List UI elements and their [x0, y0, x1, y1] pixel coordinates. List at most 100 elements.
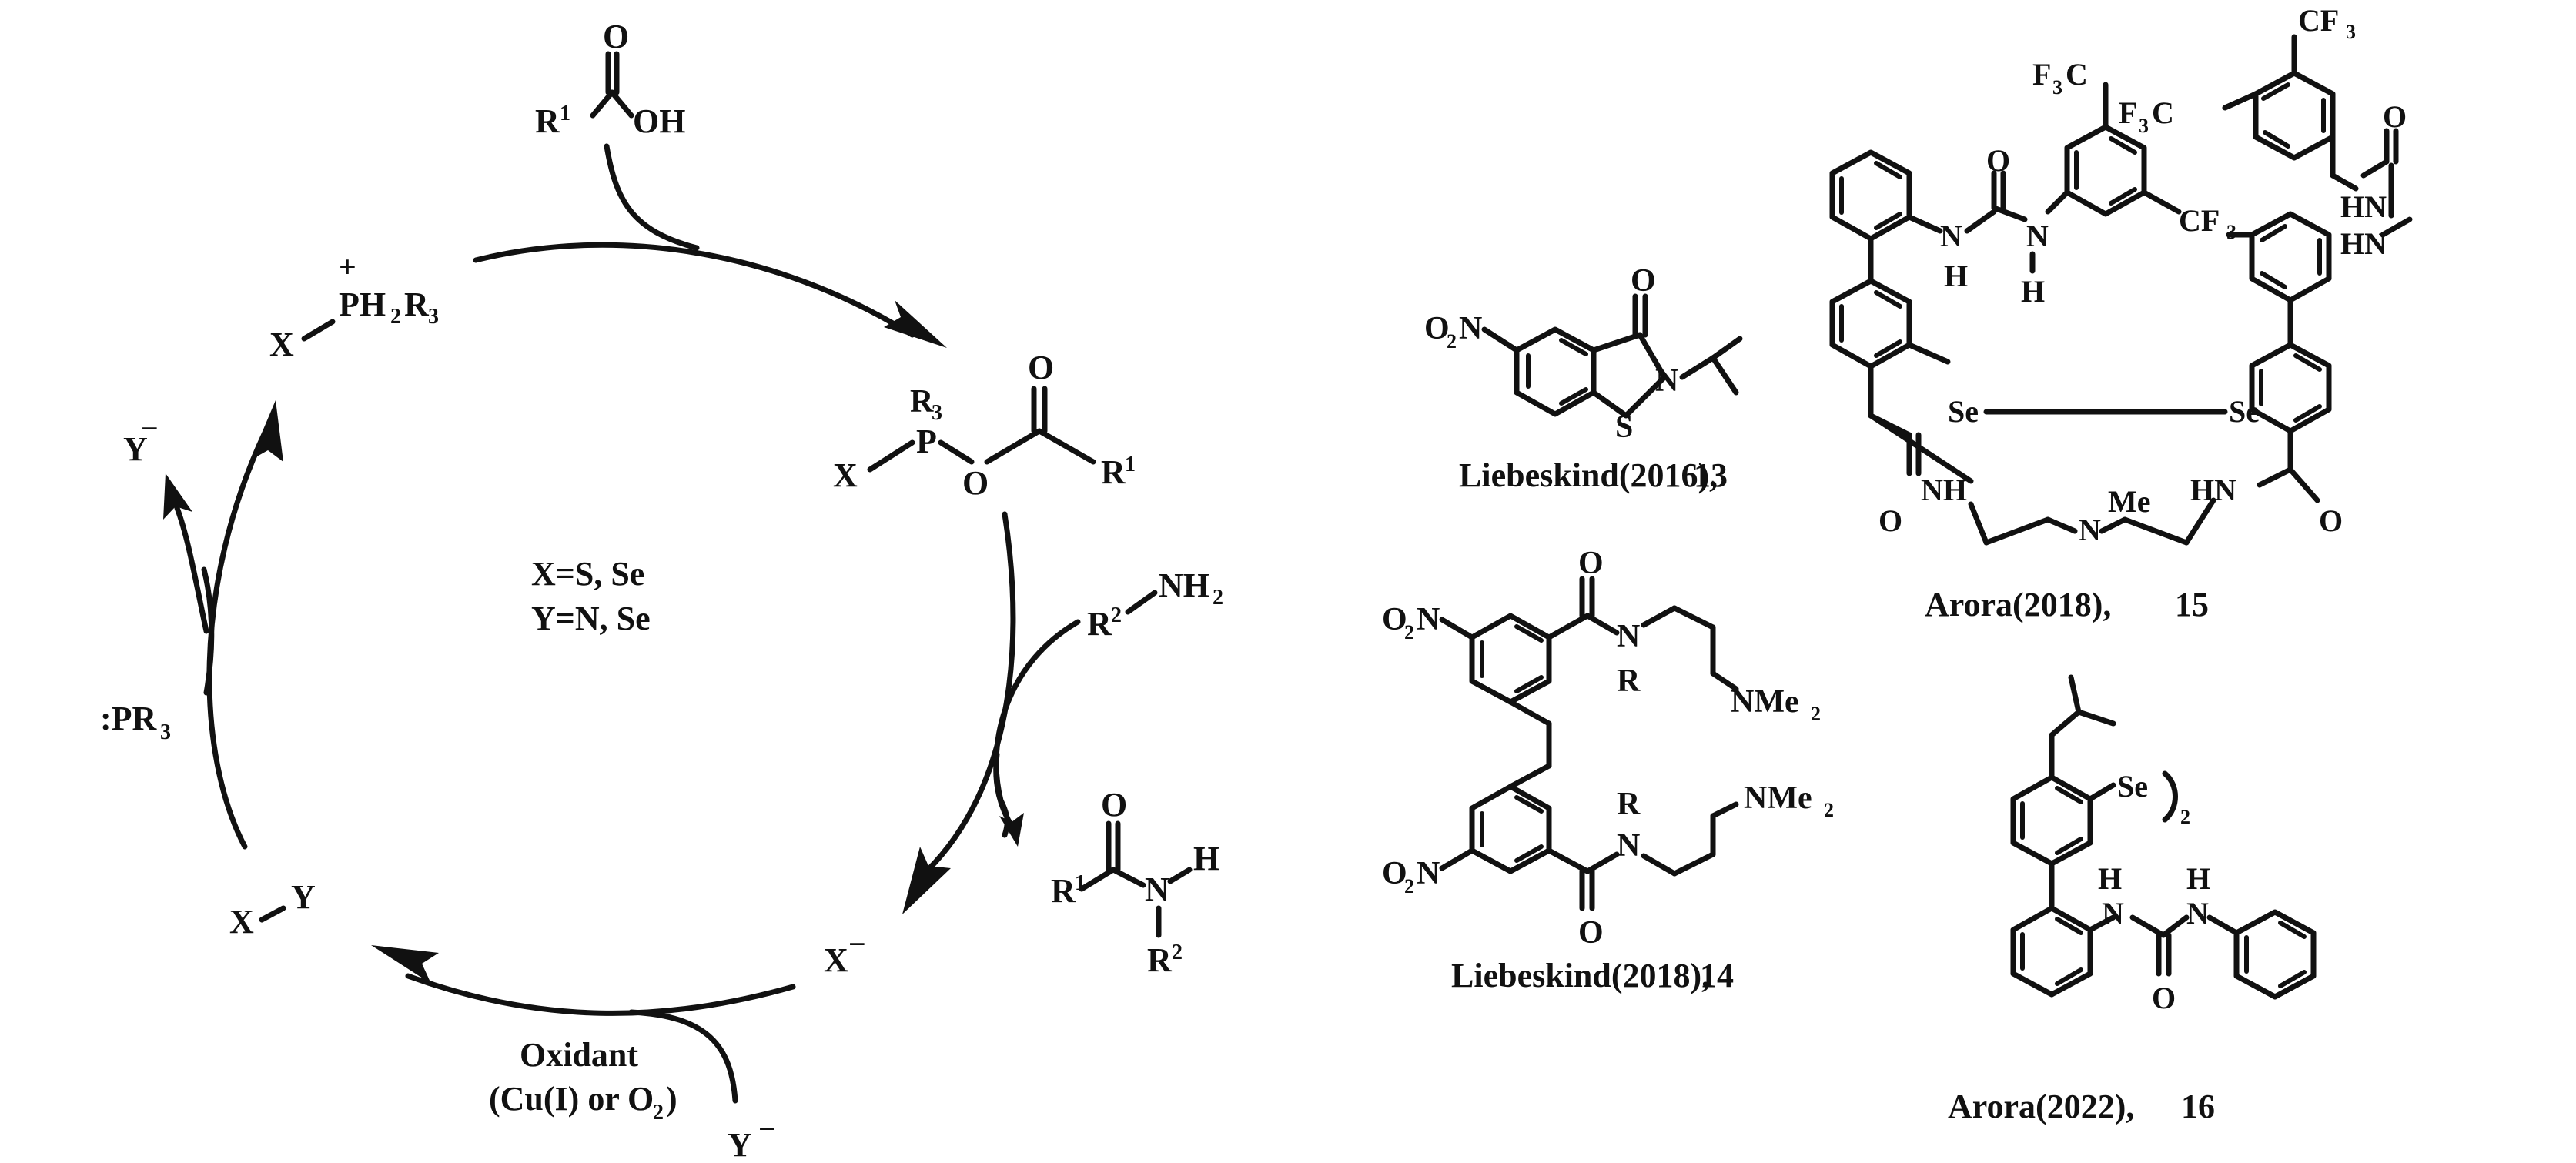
c16-h-a: H: [2098, 861, 2122, 896]
c14-n-top: N: [1417, 602, 1440, 637]
c13-s: S: [1615, 409, 1633, 445]
acid-r: R: [535, 102, 560, 140]
y-left-charge: −: [141, 411, 159, 446]
amine-structure: R 2 NH 2: [1087, 566, 1223, 643]
c14-n-bottom: N: [1417, 856, 1440, 891]
c14-o-top: O: [1578, 546, 1604, 581]
c15-se-left: Se: [1948, 394, 1979, 429]
c14-o2-bottom-sub: 2: [1404, 875, 1414, 897]
c15-o-right: O: [2319, 503, 2343, 538]
cycle-arc-right: [917, 511, 1016, 881]
phosphonium-sub2: 3: [428, 305, 439, 329]
c13-number: 13: [1694, 456, 1728, 494]
amide-r1-sup: 1: [1075, 871, 1086, 895]
phosphonium-r: R: [404, 286, 430, 323]
amide-r2: R: [1147, 941, 1173, 979]
c15-o-a: O: [2383, 99, 2407, 134]
c16-number: 16: [2181, 1088, 2215, 1125]
c15-f3c-a-sub: 3: [2052, 76, 2062, 99]
y-anion-bottom-y: Y: [728, 1126, 752, 1163]
amine-r: R: [1087, 605, 1112, 643]
c16-n-a: N: [2102, 896, 2124, 931]
c13-o: O: [1631, 263, 1656, 299]
compound-13: O 2 N O N S Liebeskind(2016), 13: [1424, 263, 1743, 494]
c14-o2-top-sub: 2: [1404, 621, 1414, 643]
c15-f3c-a: F: [2032, 57, 2051, 92]
c13-n-ring: N: [1655, 363, 1678, 399]
int-r: R: [910, 384, 934, 419]
amide-n: N: [1145, 871, 1169, 908]
phosphonium-ph: PH: [339, 286, 386, 323]
cycle-arc-bottom: [405, 973, 796, 1016]
oxidant-line-2: (Cu(I) or O: [489, 1080, 654, 1118]
c16-se: Se: [2117, 769, 2148, 804]
c16-n-b: N: [2186, 896, 2209, 931]
arrowhead-y-release: [163, 473, 192, 520]
oxidant-curve: [628, 1009, 738, 1104]
amide-h: H: [1193, 840, 1219, 877]
phosphine-label: :PR 3: [100, 700, 171, 744]
cycle-arc-top: [473, 242, 915, 338]
int-r1-sup: 1: [1125, 453, 1136, 476]
c16-h-b: H: [2186, 861, 2210, 896]
c15-f3c-b-sub: 3: [2139, 115, 2149, 137]
acid-oh: OH: [633, 102, 685, 140]
c15-h-b: H: [1944, 259, 1968, 293]
c15-nh-left: NH: [1921, 473, 1967, 507]
c15-n-b: N: [1940, 219, 1962, 253]
c14-n-amide-top: N: [1617, 619, 1640, 654]
c14-nme2-bottom-sub: 2: [1824, 799, 1834, 821]
c15-f3c-b-c: C: [2152, 95, 2174, 130]
cycle-arc-left: [206, 428, 269, 850]
y-anion-left-label: Y −: [123, 411, 159, 468]
phosphonium-label: X + PH 2 R 3: [269, 249, 439, 363]
c15-n-me: N: [2079, 513, 2101, 547]
c14-o2-bottom: O: [1382, 856, 1407, 891]
compound-14: O 2 N O N R NMe 2 O 2 N O: [1382, 546, 1834, 994]
y-left-y: Y: [123, 430, 148, 468]
catalytic-cycle: O R 1 OH R 3 P X O O R 1 R 2 NH: [100, 18, 1223, 1163]
oxidant-close: ): [666, 1080, 677, 1118]
c16-caption: Arora(2022),: [1948, 1088, 2134, 1125]
x-anion-label: X −: [824, 927, 866, 979]
amine-r-sup: 2: [1111, 603, 1122, 627]
c15-o-left: O: [1878, 503, 1902, 538]
compound-16: Se 2 N H O N H Arora(2022), 16: [1948, 674, 2317, 1125]
x-anion-x: X: [824, 941, 848, 979]
c15-me: Me: [2108, 484, 2151, 519]
amide-r2-sup: 2: [1172, 941, 1183, 964]
condition-line-2: Y=N, Se: [531, 600, 651, 637]
c15-h-a: H: [2021, 274, 2045, 309]
c15-number: 15: [2175, 586, 2209, 623]
c14-o-bottom: O: [1578, 915, 1604, 951]
c14-n-amide-bottom: N: [1617, 828, 1640, 864]
c13-o2-sub: 2: [1447, 330, 1457, 353]
phosphonium-sub1: 2: [390, 305, 401, 329]
arrowhead-amide: [999, 813, 1024, 847]
xy-y: Y: [291, 878, 316, 916]
acid-o: O: [603, 18, 629, 55]
c15-hn-b: HN: [2340, 226, 2387, 261]
int-r-sub: 3: [932, 401, 942, 425]
int-o-bridge: O: [962, 464, 989, 502]
xy-x: X: [229, 903, 254, 941]
amide-release-curve: [993, 751, 1015, 830]
c14-nme2-top: NMe: [1731, 684, 1799, 720]
arrowhead-bottom: [371, 945, 439, 984]
c15-cf3-top: CF: [2298, 3, 2339, 38]
int-p: P: [916, 423, 937, 460]
c14-nme2-top-sub: 2: [1811, 703, 1821, 725]
oxidant-sub: 2: [653, 1101, 664, 1125]
carboxylic-acid-structure: O R 1 OH: [535, 18, 685, 140]
acid-r-sup: 1: [560, 102, 570, 125]
phosphonium-x: X: [269, 326, 294, 363]
c15-caption: Arora(2018),: [1925, 586, 2111, 623]
amine-feed-curve: [993, 619, 1081, 838]
condition-line-1: X=S, Se: [531, 555, 644, 593]
phosphine-text: :PR: [100, 700, 158, 737]
c15-f3c-b: F: [2119, 95, 2137, 130]
c14-nme2-bottom: NMe: [1744, 780, 1812, 816]
y-release-curve: [174, 505, 209, 634]
arrowhead-right: [902, 847, 951, 914]
